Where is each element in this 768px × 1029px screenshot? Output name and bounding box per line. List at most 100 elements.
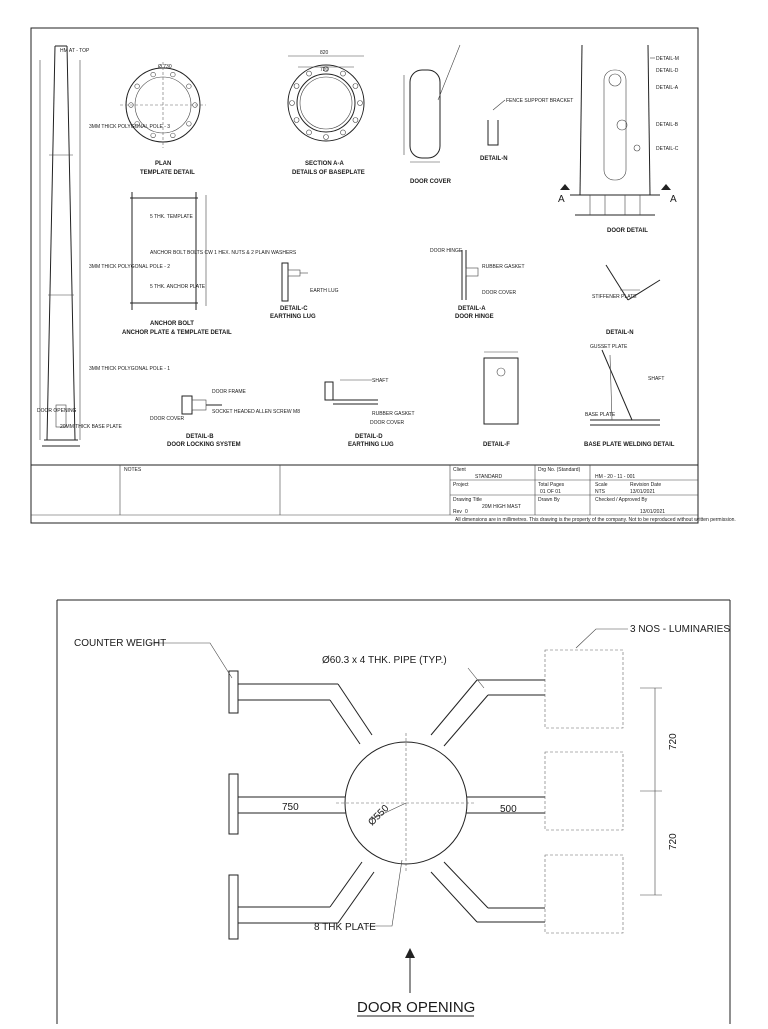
bolt-hole xyxy=(128,102,134,108)
gusset-plate-note: GUSSET PLATE xyxy=(590,344,628,350)
detail-n-top-title: DETAIL-N xyxy=(480,156,508,162)
detail-n-top: FENCE SUPPORT BRACKET DETAIL-N xyxy=(480,98,573,162)
door-arrow-head xyxy=(405,948,415,958)
bolt-hole xyxy=(293,83,300,89)
sheet-1-border xyxy=(30,27,699,524)
counter-weight-1 xyxy=(228,670,239,714)
shaft-note-weld: SHAFT xyxy=(648,376,664,382)
revision-date-label: Revision Date xyxy=(630,482,661,488)
door-locking-title: DOOR LOCKING SYSTEM xyxy=(167,442,241,448)
detail-c-title: DETAIL-C xyxy=(280,306,308,312)
door-opening-label: DOOR OPENING xyxy=(357,999,475,1016)
client-label: Client xyxy=(453,467,466,473)
pole-note-3: 3MM THICK POLYGONAL POLE - 3 xyxy=(89,124,170,130)
rev-label: Rev xyxy=(453,509,462,515)
mast-elevation: HM AT - TOP 3MM THICK POLYGONAL POLE - 3… xyxy=(37,45,170,447)
date-value: 13/01/2021 xyxy=(640,509,665,515)
section-mark-right: A xyxy=(670,194,677,205)
drawing-title-label: Drawing Title xyxy=(453,497,482,503)
drawing-title-value: 20M HIGH MAST xyxy=(482,504,521,510)
anchor-plate-detail: 5 THK. TEMPLATE ANCHOR BOLT BOLTS CW 1 H… xyxy=(122,192,297,336)
luminaires-label: 3 NOS - LUMINARIES xyxy=(630,624,730,635)
luminaires-leader xyxy=(575,628,628,649)
base-plate-note-weld: BASE PLATE xyxy=(585,412,616,418)
template-detail-title: TEMPLATE DETAIL xyxy=(140,170,195,176)
bolt-hole xyxy=(340,70,346,77)
detail-b-title: DETAIL-B xyxy=(186,434,214,440)
notes-label: NOTES xyxy=(124,467,142,473)
checked-by-label: Checked / Approved By xyxy=(595,497,648,503)
bolt-hole xyxy=(289,100,295,106)
earthing-lug-c-title: EARTHING LUG xyxy=(270,314,316,320)
bolt-hole xyxy=(134,121,140,127)
counter-weight-leader xyxy=(150,642,233,679)
detail-c: EARTH LUG DETAIL-C EARTHING LUG xyxy=(270,262,339,320)
footer-note: All dimensions are in millimetres. This … xyxy=(455,517,736,523)
base-plate-welding: GUSSET PLATE SHAFT BASE PLATE BASE PLATE… xyxy=(584,344,675,448)
earth-lug-note: EARTH LUG xyxy=(310,288,339,294)
door-cover-b-note: DOOR COVER xyxy=(150,416,185,422)
socket-screw-note: SOCKET HEADED ALLEN SCREW M8 xyxy=(212,409,300,415)
scale-value: NTS xyxy=(595,489,606,495)
door-hinge-note: DOOR HINGE xyxy=(430,248,463,254)
door-cover-detail: DOOR COVER xyxy=(403,44,461,185)
door-cover-note: DOOR COVER xyxy=(482,290,517,296)
door-detail-title: DOOR DETAIL xyxy=(607,228,648,234)
arm-upper-right xyxy=(430,679,545,747)
welding-title: BASE PLATE WELDING DETAIL xyxy=(584,442,675,448)
bolt-hole xyxy=(306,129,312,136)
arm-lower-right xyxy=(430,861,545,923)
dim-720-bottom: 720 xyxy=(668,833,679,850)
bolt-hole xyxy=(293,117,300,123)
anchor-bolt-note: ANCHOR BOLT BOLTS CW 1 HEX. NUTS & 2 PLA… xyxy=(150,250,297,256)
door-label-m: DETAIL-M xyxy=(656,56,679,62)
section-dim-820: 820 xyxy=(320,50,329,56)
detail-n-mid-title: DETAIL-N xyxy=(606,330,634,336)
counter-weight-label: COUNTER WEIGHT xyxy=(74,638,166,649)
bolt-hole xyxy=(134,83,140,89)
bolt-hole xyxy=(352,83,359,89)
client-value: STANDARD xyxy=(475,474,503,480)
bolt-hole xyxy=(150,132,156,139)
bolt-hole xyxy=(186,121,192,127)
counter-weight-3 xyxy=(228,874,239,940)
detail-a-title: DETAIL-A xyxy=(458,306,486,312)
bolt-hole xyxy=(306,70,312,77)
detail-f: DETAIL-F xyxy=(483,351,519,448)
plan-title: PLAN xyxy=(155,161,171,167)
plate-leader xyxy=(367,859,403,927)
pipe-label: Ø60.3 x 4 THK. PIPE (TYP.) xyxy=(322,655,447,666)
plate-label: 8 THK PLATE xyxy=(314,922,376,933)
baseplate-title: DETAILS OF BASEPLATE xyxy=(292,170,365,176)
anchor-plate-note: 5 THK. ANCHOR PLATE xyxy=(150,284,206,290)
total-pages-value: 01 OF 01 xyxy=(540,489,561,495)
rubber-gasket-d-note: RUBBER GASKET xyxy=(372,411,415,417)
bolt-hole xyxy=(340,129,346,136)
total-pages-label: Total Pages xyxy=(538,482,565,488)
detail-f-title: DETAIL-F xyxy=(483,442,510,448)
pole-note-2: 3MM THICK POLYGONAL POLE - 2 xyxy=(89,264,170,270)
bolt-hole xyxy=(170,132,176,139)
luminaire-1 xyxy=(544,649,624,729)
drg-no-value: HM - 20 - 11 - 001 xyxy=(595,474,635,480)
pipe-leader xyxy=(467,667,485,689)
pole-note-1: 3MM THICK POLYGONAL POLE - 1 xyxy=(89,366,170,372)
revision-date-value: 13/01/2021 xyxy=(630,489,655,495)
detail-d-title: DETAIL-D xyxy=(355,434,383,440)
stiffener-note: STIFFENER PLATE xyxy=(592,294,637,300)
door-cover-d-note: DOOR COVER xyxy=(370,420,405,426)
luminaire-3 xyxy=(544,854,624,934)
detail-a: DOOR HINGE RUBBER GASKET DOOR COVER DETA… xyxy=(430,248,525,320)
shaft-note-d: SHAFT xyxy=(372,378,388,384)
rubber-gasket-note: RUBBER GASKET xyxy=(482,264,525,270)
bolt-hole xyxy=(357,100,363,106)
door-opening-note: DOOR OPENING xyxy=(37,408,77,414)
dim-750: 750 xyxy=(282,802,299,813)
scale-label: Scale xyxy=(595,482,608,488)
drawn-by-label: Drawn By xyxy=(538,497,560,503)
rev-value: 0 xyxy=(465,509,468,515)
bolt-hole xyxy=(150,71,156,78)
arm-upper-left xyxy=(238,683,373,745)
fence-bracket-note: FENCE SUPPORT BRACKET xyxy=(506,98,573,104)
